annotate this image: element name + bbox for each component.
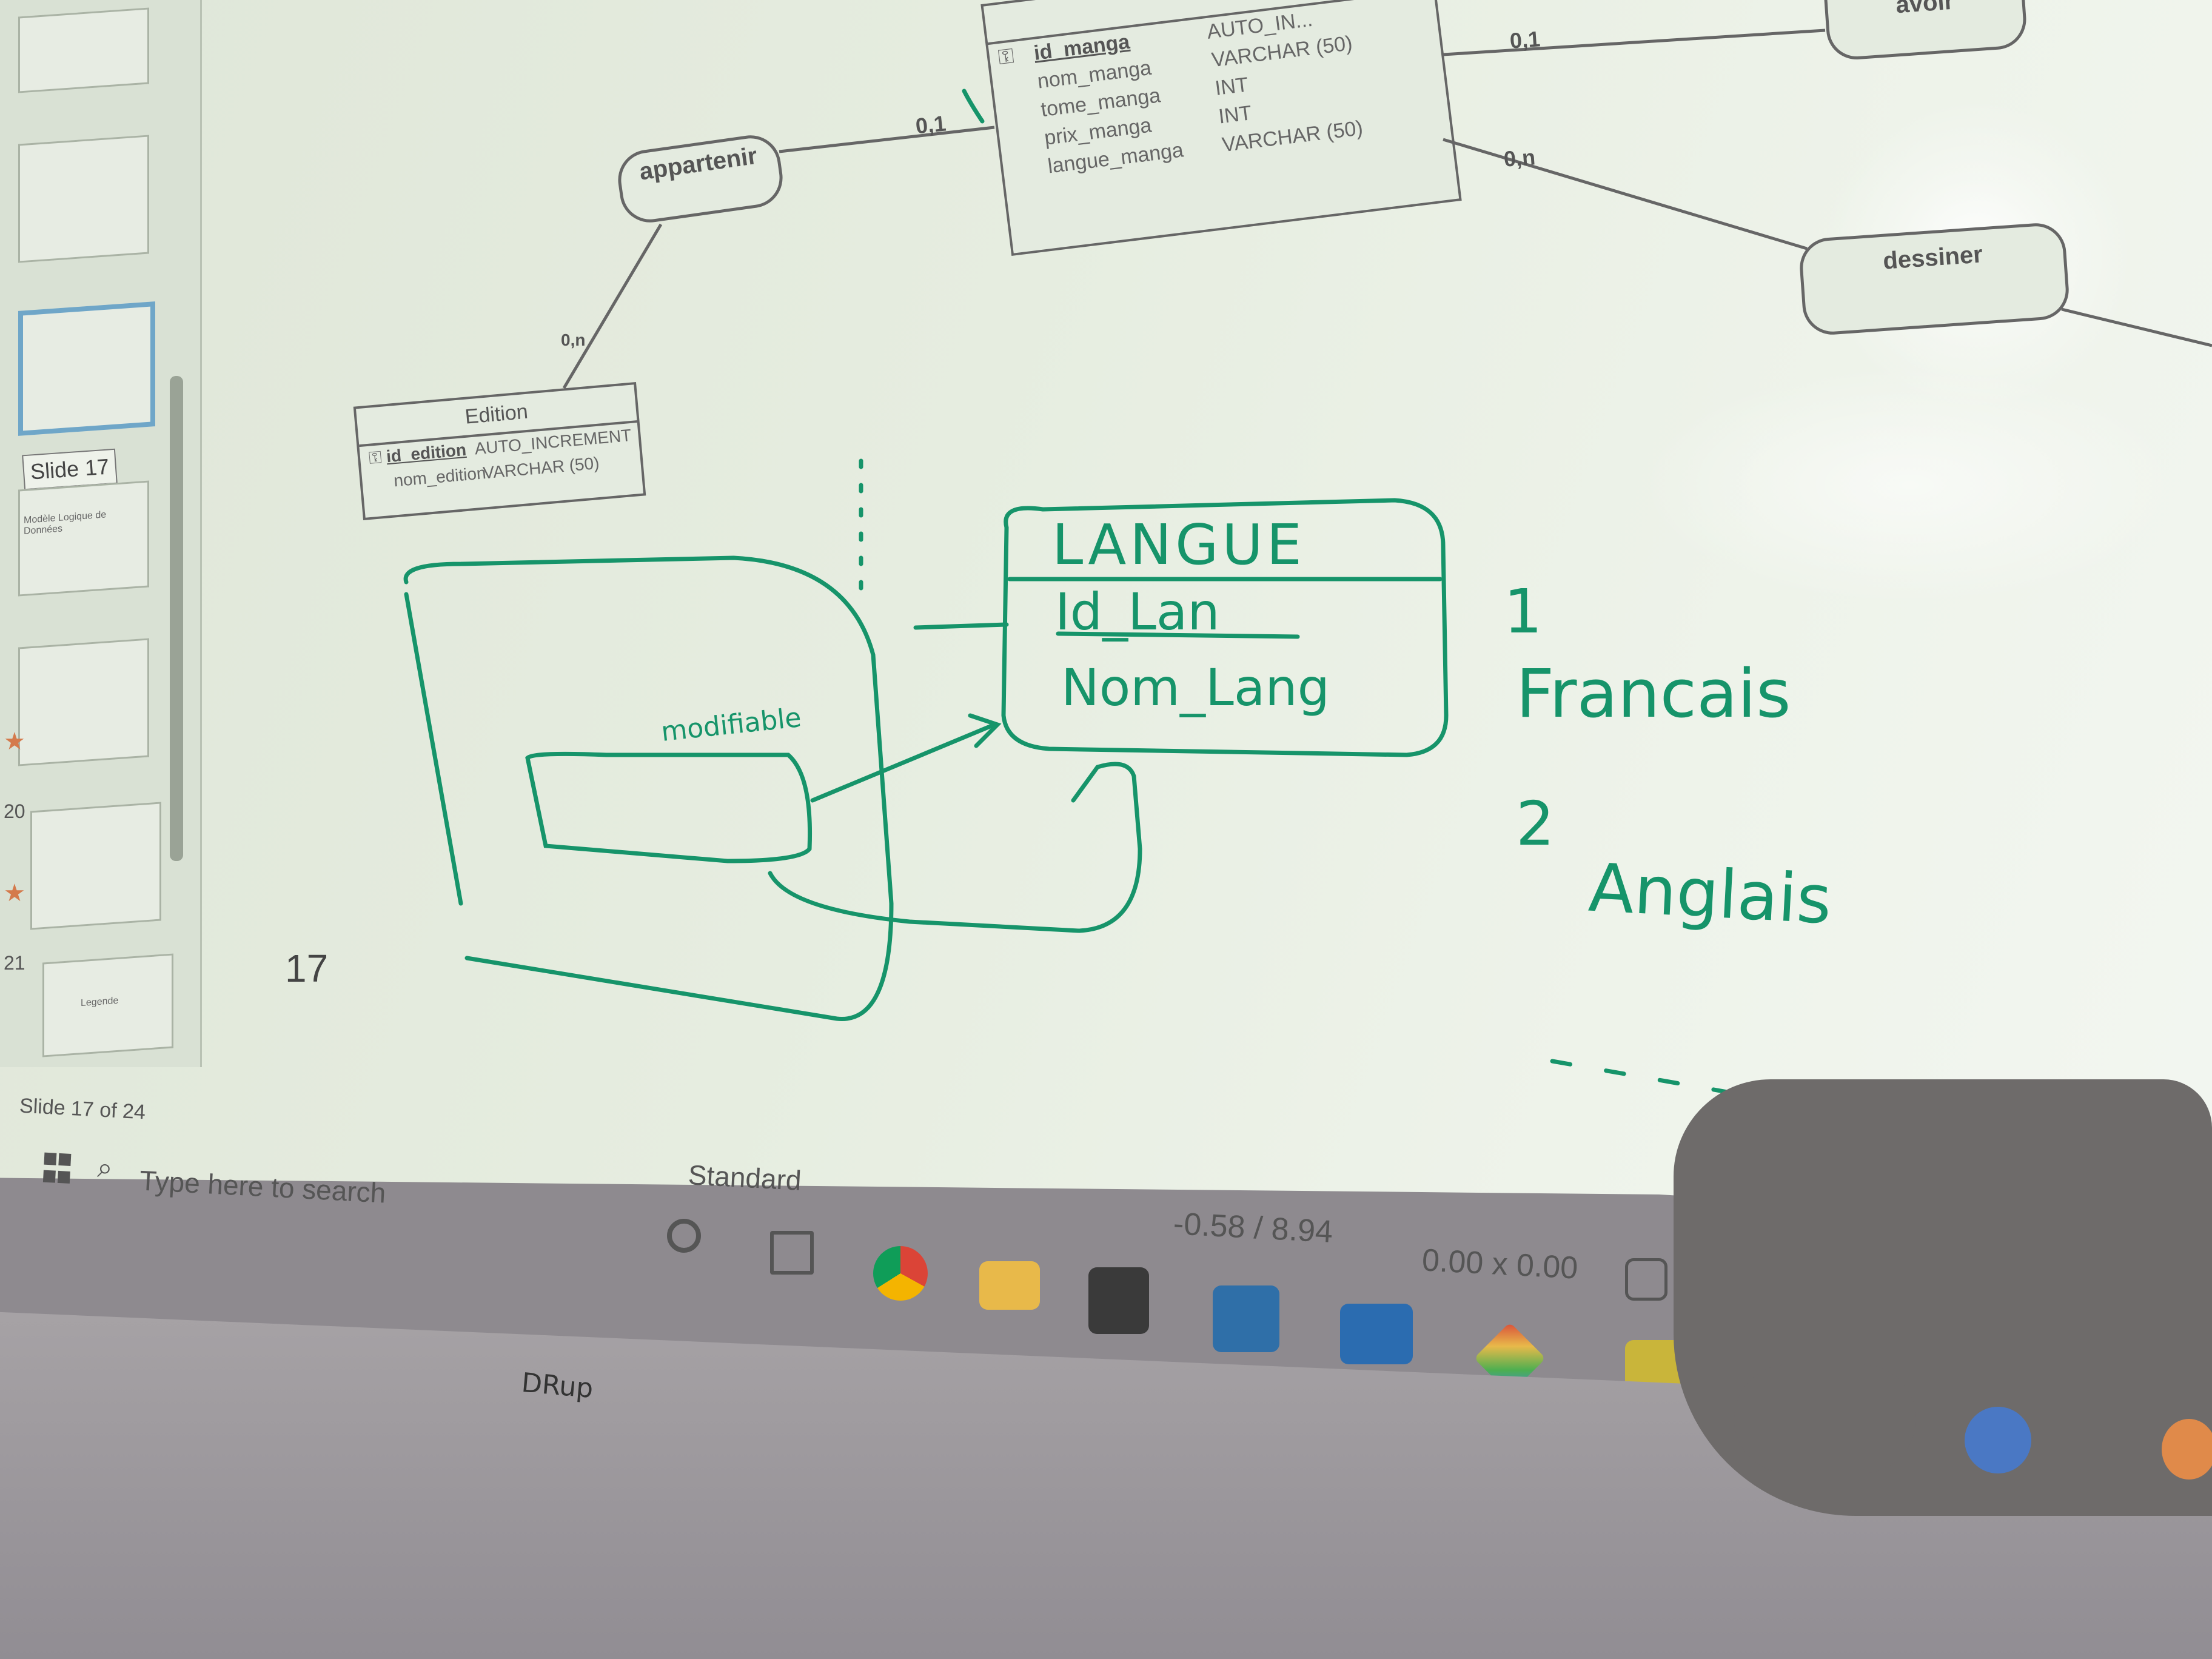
weather-icon[interactable] [2162, 1419, 2212, 1480]
chrome-icon[interactable] [873, 1246, 928, 1301]
save-icon[interactable] [1625, 1258, 1667, 1301]
marker-entity-box [1001, 498, 1449, 757]
handwritten-value: Francais [1516, 655, 1791, 732]
projector-glare [1637, 364, 2183, 606]
person-shadow [1734, 1364, 1916, 1473]
marker-arrowhead [968, 713, 1002, 748]
marker-lasso [404, 592, 463, 906]
connector-line [2061, 307, 2212, 347]
connector-line [779, 126, 995, 153]
store-icon[interactable] [1088, 1267, 1149, 1334]
star-icon: ★ [4, 728, 25, 755]
star-icon: ★ [4, 880, 25, 907]
slide-number-label: 21 [4, 952, 25, 974]
cardinality-label: 0,1 [914, 110, 948, 139]
handwritten-field: Nom_Lang [1061, 658, 1330, 717]
handwritten-number: 1 [1504, 576, 1543, 647]
task-view-icon[interactable] [770, 1231, 814, 1275]
marker-selection-box [525, 751, 813, 863]
panel-scrollbar[interactable] [170, 376, 183, 861]
connector-line [1443, 28, 1826, 56]
cardinality-label: 0,1 [1509, 26, 1541, 53]
marker-lasso [403, 555, 894, 1021]
handwritten-ledge-text: DRup [520, 1367, 595, 1405]
status-standard: Standard [687, 1159, 802, 1196]
marker-link [913, 622, 1009, 630]
marker-key-underline [1056, 631, 1300, 639]
marker-arrow [810, 722, 997, 803]
windows-start-icon[interactable] [42, 1151, 78, 1188]
help-icon[interactable] [1965, 1407, 2031, 1473]
handwritten-number: 2 [1516, 788, 1555, 859]
connector-line [1443, 138, 1808, 250]
search-icon: ⌕ [97, 1151, 113, 1183]
cardinality-label: 0,n [561, 330, 586, 349]
marker-return-arrow [768, 762, 1142, 933]
connector-line [562, 223, 663, 389]
cortana-icon[interactable] [667, 1219, 701, 1253]
handwritten-value: Anglais [1586, 848, 1834, 939]
handwritten-entity-title: LANGUE [1052, 512, 1305, 577]
handwritten-key-field: Id_Lan [1055, 582, 1220, 642]
file-explorer-icon[interactable] [979, 1261, 1040, 1310]
mail-icon[interactable] [1340, 1304, 1413, 1364]
slide-panel: Slide 17 Modèle Logique de Données ★ 20 … [0, 0, 202, 1067]
marker-scribble [962, 89, 985, 124]
cardinality-label: 0,n [1503, 144, 1537, 172]
slide-number-label: 20 [4, 800, 25, 822]
photos-icon[interactable] [1213, 1285, 1279, 1352]
slide-number: 17 [285, 947, 329, 990]
